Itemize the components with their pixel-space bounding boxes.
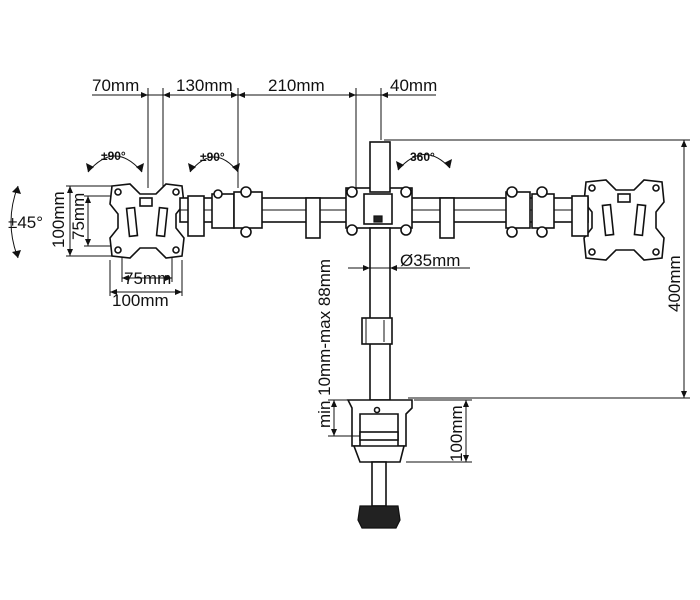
desk-clamp	[346, 399, 413, 529]
tilt-left-indicator	[86, 155, 144, 173]
pole	[361, 141, 393, 401]
dim-clamp-range: min 10mm-max 88mm	[315, 259, 334, 428]
dim-40mm: 40mm	[390, 76, 437, 95]
tilt-mid-indicator	[188, 156, 240, 173]
dim-210mm: 210mm	[268, 76, 325, 95]
right-vesa-plate	[583, 179, 665, 261]
tilt-left-label: ±90°	[101, 149, 126, 163]
dim-plate-75mm-horizontal: 75mm	[124, 269, 171, 288]
dim-pole-diameter: Ø35mm	[400, 251, 460, 270]
tilt-45-label: ±45°	[8, 213, 43, 232]
clamp-height-lines	[406, 399, 472, 463]
swivel-indicator	[396, 154, 452, 171]
dim-130mm: 130mm	[176, 76, 233, 95]
tilt-45-indicator	[10, 185, 21, 259]
height-dimension-lines	[384, 139, 690, 399]
dim-70mm: 70mm	[92, 76, 139, 95]
dim-height-400mm: 400mm	[665, 255, 684, 312]
left-vesa-plate	[109, 183, 185, 259]
dim-plate-100mm-vertical: 100mm	[49, 191, 68, 248]
top-dimension-lines	[92, 88, 436, 188]
dim-clamp-100mm: 100mm	[447, 405, 466, 462]
clamp-range-lines	[328, 399, 360, 437]
swivel-label: 360°	[410, 150, 435, 164]
dim-plate-100mm-horizontal: 100mm	[112, 291, 169, 310]
pole-diameter-callout	[348, 265, 470, 271]
left-plate-dimension-lines	[66, 185, 183, 296]
dim-plate-75mm-vertical: 75mm	[69, 193, 88, 240]
tilt-mid-label: ±90°	[200, 150, 225, 164]
arm-assembly	[179, 186, 589, 239]
